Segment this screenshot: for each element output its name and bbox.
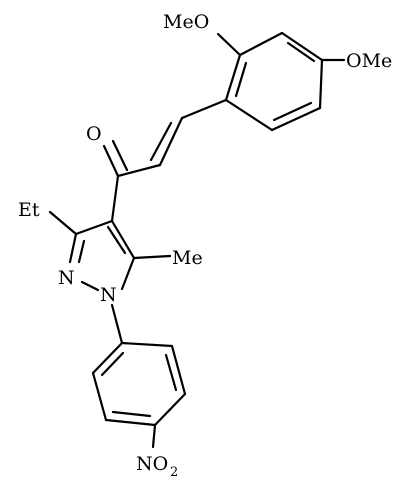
nitrophenyl-ring <box>91 341 187 427</box>
n-aryl-bond <box>110 303 124 345</box>
pyrazole-n1-c5-bond <box>120 256 136 291</box>
ring-double-bond <box>111 410 152 418</box>
vinyl-double-bond-inner <box>149 121 173 162</box>
methyl-label: Me <box>172 247 203 269</box>
pyrazole-c3-n2-double-bond-inner <box>77 239 86 264</box>
ring-bond <box>120 341 174 348</box>
methoxy-para-label: OMe <box>346 50 392 72</box>
carbonyl-double-bond <box>102 144 120 178</box>
carbonyl-double-bond-inner <box>111 139 129 172</box>
pyrazole-ring <box>68 219 136 292</box>
vinyl-double-bond <box>158 116 184 167</box>
ring-bond <box>270 106 322 132</box>
ring-bond <box>153 392 187 427</box>
methoxy-ortho-label: MeO <box>163 11 209 33</box>
ring-double-bond <box>286 41 316 63</box>
ring-double-bond <box>272 101 313 122</box>
aryl-vinyl-bond <box>180 98 228 120</box>
vinyl-carbonyl-bond <box>116 163 162 178</box>
pyrazole-c4-c3-bond <box>74 219 114 236</box>
pyrazole-c3-n2-double-bond <box>68 232 78 264</box>
carbonyl-oxygen-label: O <box>86 123 102 145</box>
ethyl-bond <box>48 210 78 236</box>
ring-double-bond <box>234 61 248 98</box>
ring-bond <box>238 31 284 57</box>
ring-bond <box>170 344 187 396</box>
ethyl-label: Et <box>18 199 40 221</box>
ring-bond <box>224 98 274 132</box>
ring-bond <box>280 31 324 62</box>
ring-bond <box>318 58 324 110</box>
pyrazole-n1-label: N <box>100 284 117 306</box>
methoxy-ortho-bond <box>216 32 242 57</box>
ring-bond <box>91 341 124 375</box>
nitro-label: NO <box>136 453 168 475</box>
ring-double-bond <box>164 353 178 392</box>
dimethoxyphenyl-ring <box>224 31 324 132</box>
pyrazole-n2-n1-bond <box>80 280 100 292</box>
carbonyl-pyrazole-bond <box>110 174 120 223</box>
pyrazole-c5-c4-double-bond <box>110 219 136 260</box>
nitro-subscript: 2 <box>170 465 178 480</box>
ring-bond <box>224 53 242 102</box>
ring-double-bond <box>100 351 125 377</box>
methyl-bond <box>132 254 172 260</box>
nitro-bond <box>151 423 157 449</box>
pyrazole-c5-c4-double-bond-inner <box>106 225 127 255</box>
pyrazole-n2-label: N <box>58 267 75 289</box>
ring-bond <box>91 371 108 422</box>
ring-bond <box>104 418 157 427</box>
